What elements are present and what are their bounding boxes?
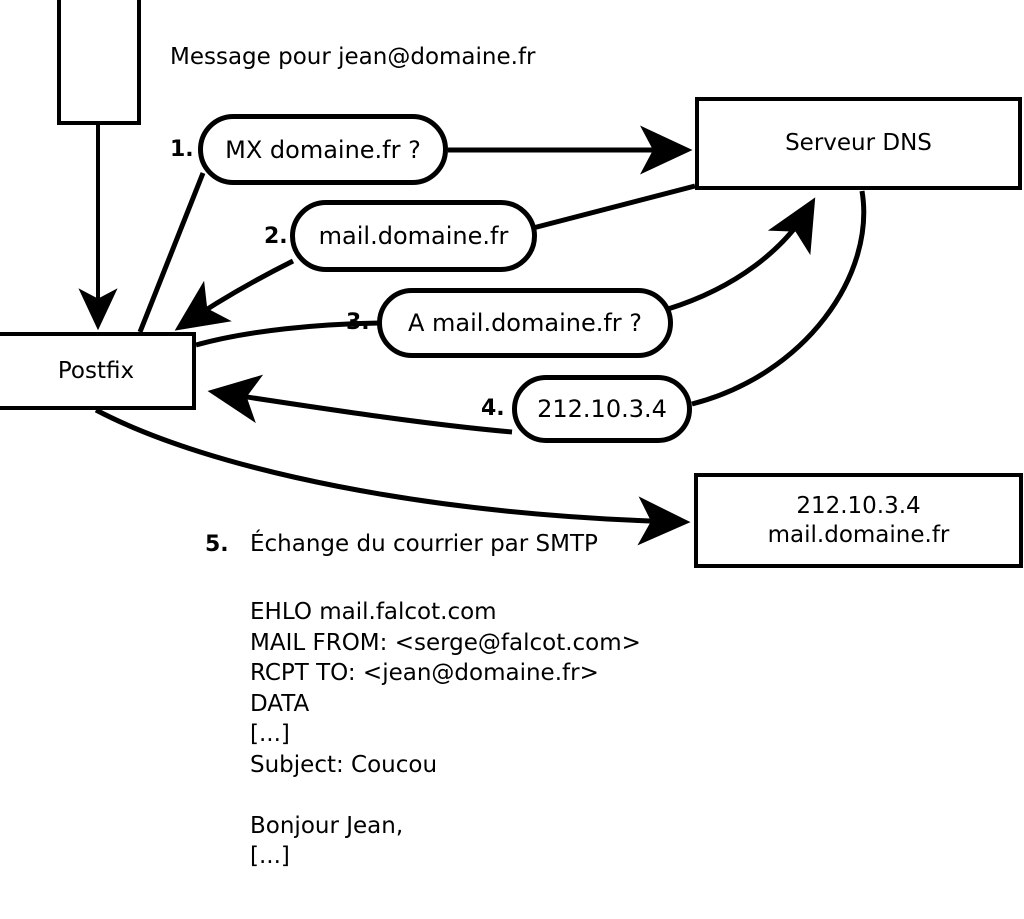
step-1-bubble-label: MX domaine.fr ? [225,135,421,164]
step-5-label: Échange du courrier par SMTP [250,531,598,557]
step-2-bubble-label: mail.domaine.fr [318,222,509,250]
step-4-bubble-label: 212.10.3.4 [537,395,667,423]
step-2-number: 2. [264,224,288,249]
step-3-bubble-label: A mail.domaine.fr ? [407,309,643,337]
connector-step2-bubble-to-postfix [174,258,295,331]
node-mailserver-hostname: mail.domaine.fr [767,521,950,548]
step-3-number: 3. [346,310,370,335]
connector-step4-dns-to-bubble [691,190,867,407]
step-3-bubble[interactable]: A mail.domaine.fr ? [377,288,673,358]
connector-step3-postfix-to-bubble [195,320,381,348]
step-1-number: 1. [170,137,194,162]
connector-step4-bubble-to-postfix [207,374,513,435]
step-5-number: 5. [205,532,229,557]
connector-step2-dns-to-bubble [532,183,696,231]
node-mailserver-box[interactable]: 212.10.3.4 mail.domaine.fr [694,473,1023,568]
node-postfix-label: Postfix [57,357,135,384]
node-postfix-box[interactable]: Postfix [0,332,196,410]
message-title-text: Message pour jean@domaine.fr [170,44,536,70]
connector-step1-postfix-to-bubble [137,172,206,333]
step-4-number: 4. [481,396,505,421]
step-4-bubble[interactable]: 212.10.3.4 [512,375,692,443]
smtp-transcript: EHLO mail.falcot.com MAIL FROM: <serge@f… [250,599,641,919]
connector-step3-bubble-to-dns [667,197,816,312]
node-dns-label: Serveur DNS [785,130,932,157]
step-2-bubble[interactable]: mail.domaine.fr [290,200,537,272]
node-mailserver-ip: 212.10.3.4 [796,493,921,520]
connector-step5-postfix-to-mailserver [94,407,691,546]
node-client-box[interactable] [57,0,141,125]
step-1-bubble[interactable]: MX domaine.fr ? [198,114,448,185]
node-dns-box[interactable]: Serveur DNS [695,97,1022,190]
